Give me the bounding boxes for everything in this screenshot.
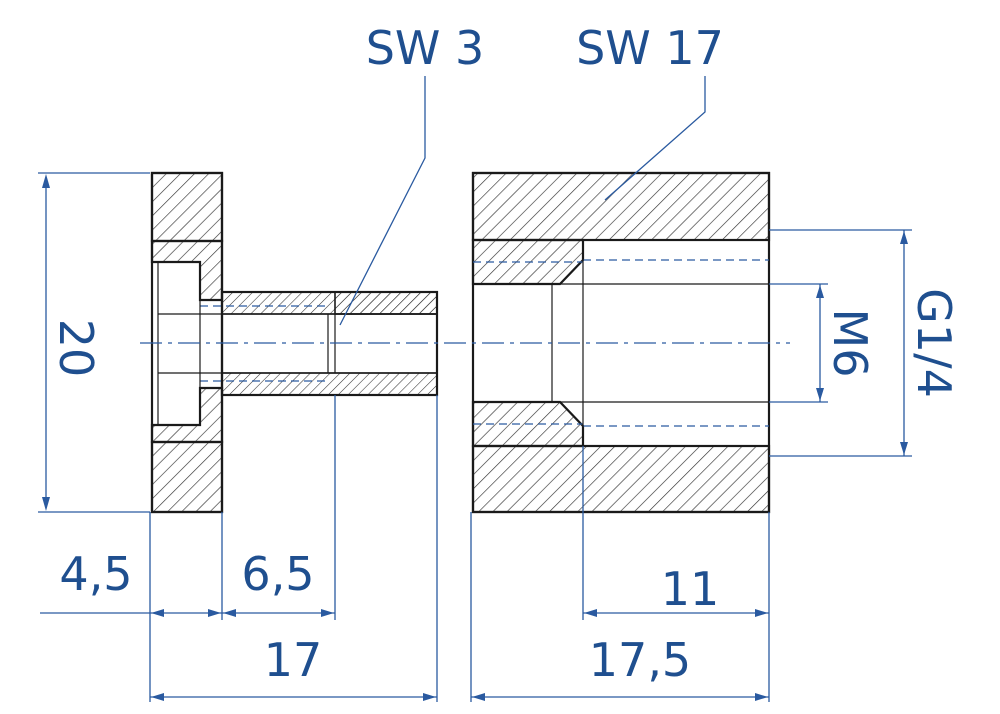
head-recess-lower — [150, 386, 224, 444]
nut-lower-section — [471, 444, 771, 514]
socket-hatch-upper — [334, 291, 438, 315]
dim-m6-label: M6 — [823, 309, 877, 378]
head-recess-upper — [150, 239, 224, 302]
sw-small-label: SW 3 — [366, 21, 485, 75]
dim-thread-depth-arrow-l — [584, 609, 597, 617]
nut-upper-section — [471, 171, 771, 242]
dim-thread-depth-label: 11 — [661, 562, 720, 616]
dim-head-arrow-r — [208, 609, 221, 617]
sw-small-leader — [339, 76, 426, 326]
dimensions: 20 4,5 6,5 17 11 17,5 — [38, 21, 961, 702]
sw-large-leader — [604, 76, 706, 201]
dim-m6-arrow-bottom — [816, 388, 824, 401]
dim-height-arrow-bottom — [42, 497, 50, 511]
nut-part — [471, 171, 771, 514]
dim-socket-label: 6,5 — [241, 547, 314, 601]
screw-part — [150, 171, 439, 514]
dim-left-total-arrow-r — [423, 693, 436, 701]
dim-right-total-label: 17,5 — [589, 633, 691, 687]
head-lower-section — [150, 440, 224, 514]
dim-socket-arrow-r — [321, 609, 334, 617]
dim-height-arrow-top — [42, 174, 50, 188]
dim-g-arrow-top — [900, 231, 908, 244]
dim-height-label: 20 — [49, 319, 103, 378]
dim-head-label: 4,5 — [59, 547, 132, 601]
dim-right-total-arrow-r — [755, 693, 768, 701]
dim-right-total-arrow-l — [472, 693, 485, 701]
dim-left-total-arrow-l — [151, 693, 164, 701]
dim-g-arrow-bottom — [900, 442, 908, 455]
dim-left-total-label: 17 — [264, 633, 323, 687]
dim-thread-depth-arrow-r — [755, 609, 768, 617]
sw-large-label: SW 17 — [576, 21, 724, 75]
dim-head-arrow-l — [151, 609, 164, 617]
dim-socket-arrow-l — [223, 609, 236, 617]
head-upper-section — [150, 171, 224, 243]
dim-m6-arrow-top — [816, 285, 824, 298]
shank-lower-wall — [221, 372, 438, 396]
dim-g-label: G1/4 — [907, 288, 961, 398]
